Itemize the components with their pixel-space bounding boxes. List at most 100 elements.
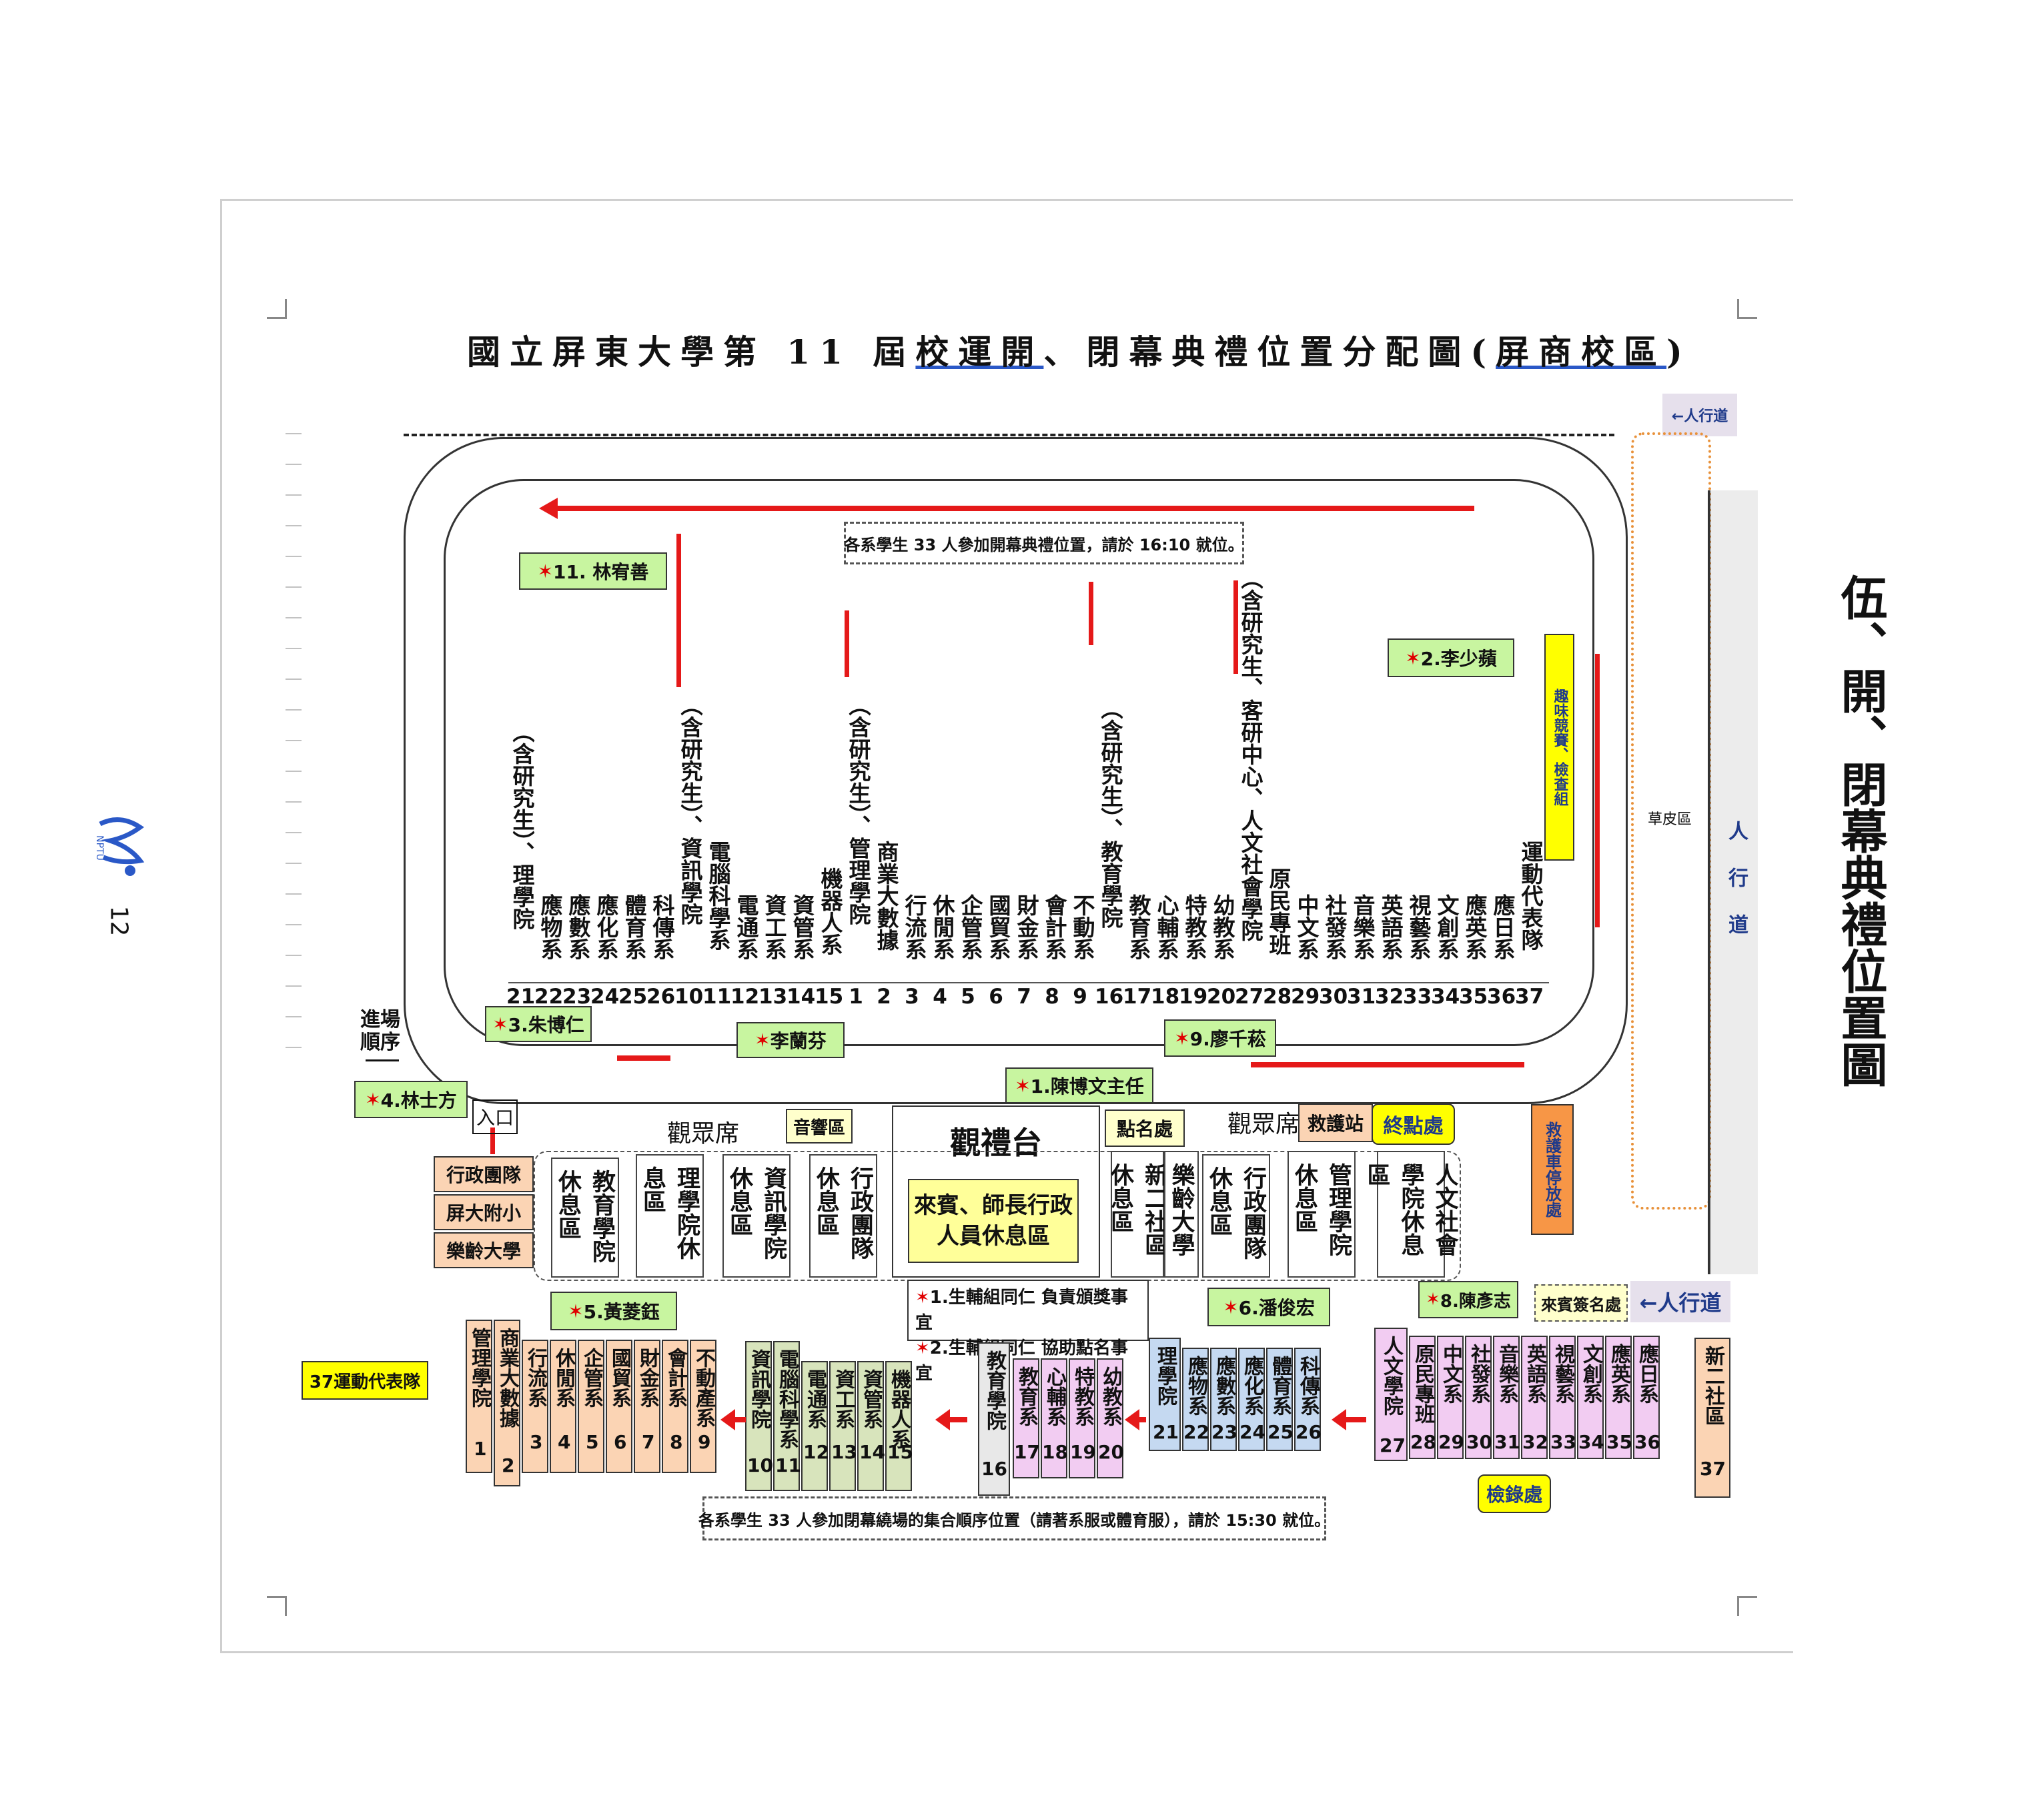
title-text-3: 、閉幕典禮位置分配圖( xyxy=(1043,332,1496,372)
lead-group-school: 屏大附小 xyxy=(434,1194,534,1230)
track-number: 1 xyxy=(849,985,863,1009)
track-number: 37 xyxy=(1515,985,1544,1009)
rest-area-label: 樂齡大學 xyxy=(1167,1163,1195,1256)
track-number: 34 xyxy=(1431,985,1460,1009)
track-dept: 文創系 xyxy=(1434,894,1460,960)
track-number-brackets xyxy=(508,982,1549,991)
staff-name: 9.廖千菘 xyxy=(1189,1028,1266,1050)
entrance-label: 入口 xyxy=(472,1099,518,1134)
assembly-arrow-2 xyxy=(947,1417,967,1422)
top-note: 各系學生 33 人參加開幕典禮位置，請於 16:10 就位。 xyxy=(844,522,1244,564)
track-number: 12 xyxy=(730,985,760,1009)
arrow-down-2 xyxy=(845,610,849,677)
track-dept: 音樂系 xyxy=(1350,894,1376,960)
duty-box: ✶1.生輔組同仁 負責頒獎事宜 ✶2.生輔組同仁 協助點名事宜 xyxy=(907,1280,1149,1384)
rest-area-label: 理學院休息區 xyxy=(639,1166,700,1260)
rest-area-label: 人文社會學院休息區 xyxy=(1363,1163,1458,1256)
staff-name: 8.陳彥志 xyxy=(1440,1291,1511,1312)
lead-group-senior: 樂齡大學 xyxy=(434,1232,534,1268)
track-dept: 商業大數據 xyxy=(873,841,899,951)
track-dept: 應英系 xyxy=(1462,894,1488,960)
track-number: 14 xyxy=(787,985,816,1009)
sidewalk-side-label: 人行道 xyxy=(1724,821,1748,961)
rest-area: 新二社區休息區 xyxy=(1107,1151,1167,1278)
assembly-dept: 應數系 xyxy=(1210,1348,1237,1451)
assembly-group-humanities: 人文學院 原民專班 中文系 社發系 音樂系 英語系 視藝系 文創系 應英系 應日… xyxy=(1374,1328,1668,1481)
staff-tag-4: ✶4.林士方 xyxy=(354,1081,468,1118)
assembly-dept: 教育系 xyxy=(1013,1358,1039,1478)
track-dept: 應日系 xyxy=(1490,894,1516,960)
arrow-up-right xyxy=(1595,654,1600,927)
track-number: 20 xyxy=(1207,985,1236,1009)
grass-label: 草皮區 xyxy=(1648,811,1692,828)
staff-tag-5: ✶5.黃菱鈺 xyxy=(550,1292,677,1330)
check-label: 檢錄處 xyxy=(1478,1474,1551,1513)
assembly-dept: 不動產系 xyxy=(690,1340,716,1473)
track-dept: 國貿系 xyxy=(985,894,1011,960)
staff-name: 11. 林宥善 xyxy=(553,561,649,583)
track-number: 36 xyxy=(1487,985,1516,1009)
title-text-5: ) xyxy=(1666,332,1692,372)
staff-tag-2: ✶2.李少蘋 xyxy=(1388,638,1514,677)
entry-order-label: 進場順序 xyxy=(360,1008,400,1054)
assembly-dept: 特教系 xyxy=(1069,1358,1095,1478)
crop-mark-top-left xyxy=(267,299,287,319)
assembly-group-management: 管理學院 商業大數據 行流系 休閒系 企管系 國貿系 財金系 會計系 不動產系 xyxy=(466,1320,731,1489)
arrow-down-1 xyxy=(676,534,681,687)
title-text-1: 國立屏東大學第 11 屆 xyxy=(467,332,916,372)
rep37-label: 37運動代表隊 xyxy=(302,1361,428,1400)
firstaid-label: 救護站 xyxy=(1298,1103,1373,1142)
track-number: 15 xyxy=(815,985,844,1009)
assembly-dept: 資訊學院 xyxy=(745,1341,772,1491)
rest-area: 管理學院休息區 xyxy=(1288,1151,1356,1278)
track-dept: 電腦科學系 xyxy=(705,841,731,951)
track-department-list: （含研究生）、理學院 應物系 應數系 應化系 體育系 科傳系 （含研究生）、資訊… xyxy=(504,567,1551,1014)
staff-tag-6: ✶6.潘俊宏 xyxy=(1207,1288,1330,1326)
assembly-dept: 心輔系 xyxy=(1041,1358,1067,1478)
assembly-dept: 應化系 xyxy=(1238,1348,1265,1451)
arrow-down-4 xyxy=(1233,580,1238,674)
crop-mark-top-right xyxy=(1737,299,1757,319)
assembly-dept: 行流系 xyxy=(522,1340,548,1473)
assembly-dept: 休閒系 xyxy=(550,1340,576,1473)
track-number: 11 xyxy=(702,985,732,1009)
arrow-bottom-right xyxy=(1251,1062,1524,1067)
duty-line-1: ✶1.生輔組同仁 負責頒獎事宜 xyxy=(915,1288,1128,1333)
nptu-logo: NPTU xyxy=(93,811,147,884)
track-number: 13 xyxy=(758,985,788,1009)
assembly-dept: 社發系 xyxy=(1465,1336,1492,1459)
track-number: 7 xyxy=(1017,985,1031,1009)
track-number: 31 xyxy=(1347,985,1376,1009)
fun-games-label: 趣味競賽、檢查組 xyxy=(1544,634,1574,861)
rest-area: 教育學院休息區 xyxy=(551,1158,619,1278)
track-dept: 視藝系 xyxy=(1406,894,1432,960)
assembly-dept: 應物系 xyxy=(1182,1348,1209,1451)
arrowhead-top-left xyxy=(539,498,558,519)
rest-area: 樂齡大學 xyxy=(1164,1151,1199,1278)
assembly-dept: 企管系 xyxy=(578,1340,604,1473)
sound-area-label: 音響區 xyxy=(786,1109,853,1144)
track-dept: 不動系 xyxy=(1069,894,1095,960)
arrow-top-left xyxy=(554,506,1474,511)
bottom-note: 各系學生 33 人參加閉幕繞場的集合順序位置（請著系服或體育服），請於 15:3… xyxy=(698,1496,1330,1540)
track-dept: 體育系 xyxy=(621,894,647,960)
staff-name: 5.黃菱鈺 xyxy=(583,1301,660,1323)
rest-area-label: 行政團隊休息區 xyxy=(813,1166,873,1260)
track-number: 9 xyxy=(1073,985,1087,1009)
assembly-dept: 科傳系 xyxy=(1294,1348,1321,1451)
track-dept: 電通系 xyxy=(733,894,759,960)
assembly-arrowhead-1 xyxy=(720,1409,735,1430)
track-number: 32 xyxy=(1375,985,1404,1009)
viewing-stand-title: 觀禮台 xyxy=(950,1125,1042,1161)
track-number: 8 xyxy=(1045,985,1059,1009)
assembly-dept: 中文系 xyxy=(1437,1336,1464,1459)
assembly-dept: 商業大數據 xyxy=(494,1320,520,1486)
assembly-dept: 音樂系 xyxy=(1493,1336,1520,1459)
title-text-4: 屏商校區 xyxy=(1496,332,1667,372)
assembly-dept: 國貿系 xyxy=(606,1340,632,1473)
track-dept: 運動代表隊 xyxy=(1518,841,1544,951)
track-inner xyxy=(444,479,1594,1046)
assembly-group-info: 資訊學院 電腦科學系 電通系 資工系 資管系 機器人系 xyxy=(745,1341,933,1504)
staff-tag-li: ✶李蘭芬 xyxy=(736,1022,845,1058)
assembly-dept: 新二社區 xyxy=(1694,1338,1730,1498)
